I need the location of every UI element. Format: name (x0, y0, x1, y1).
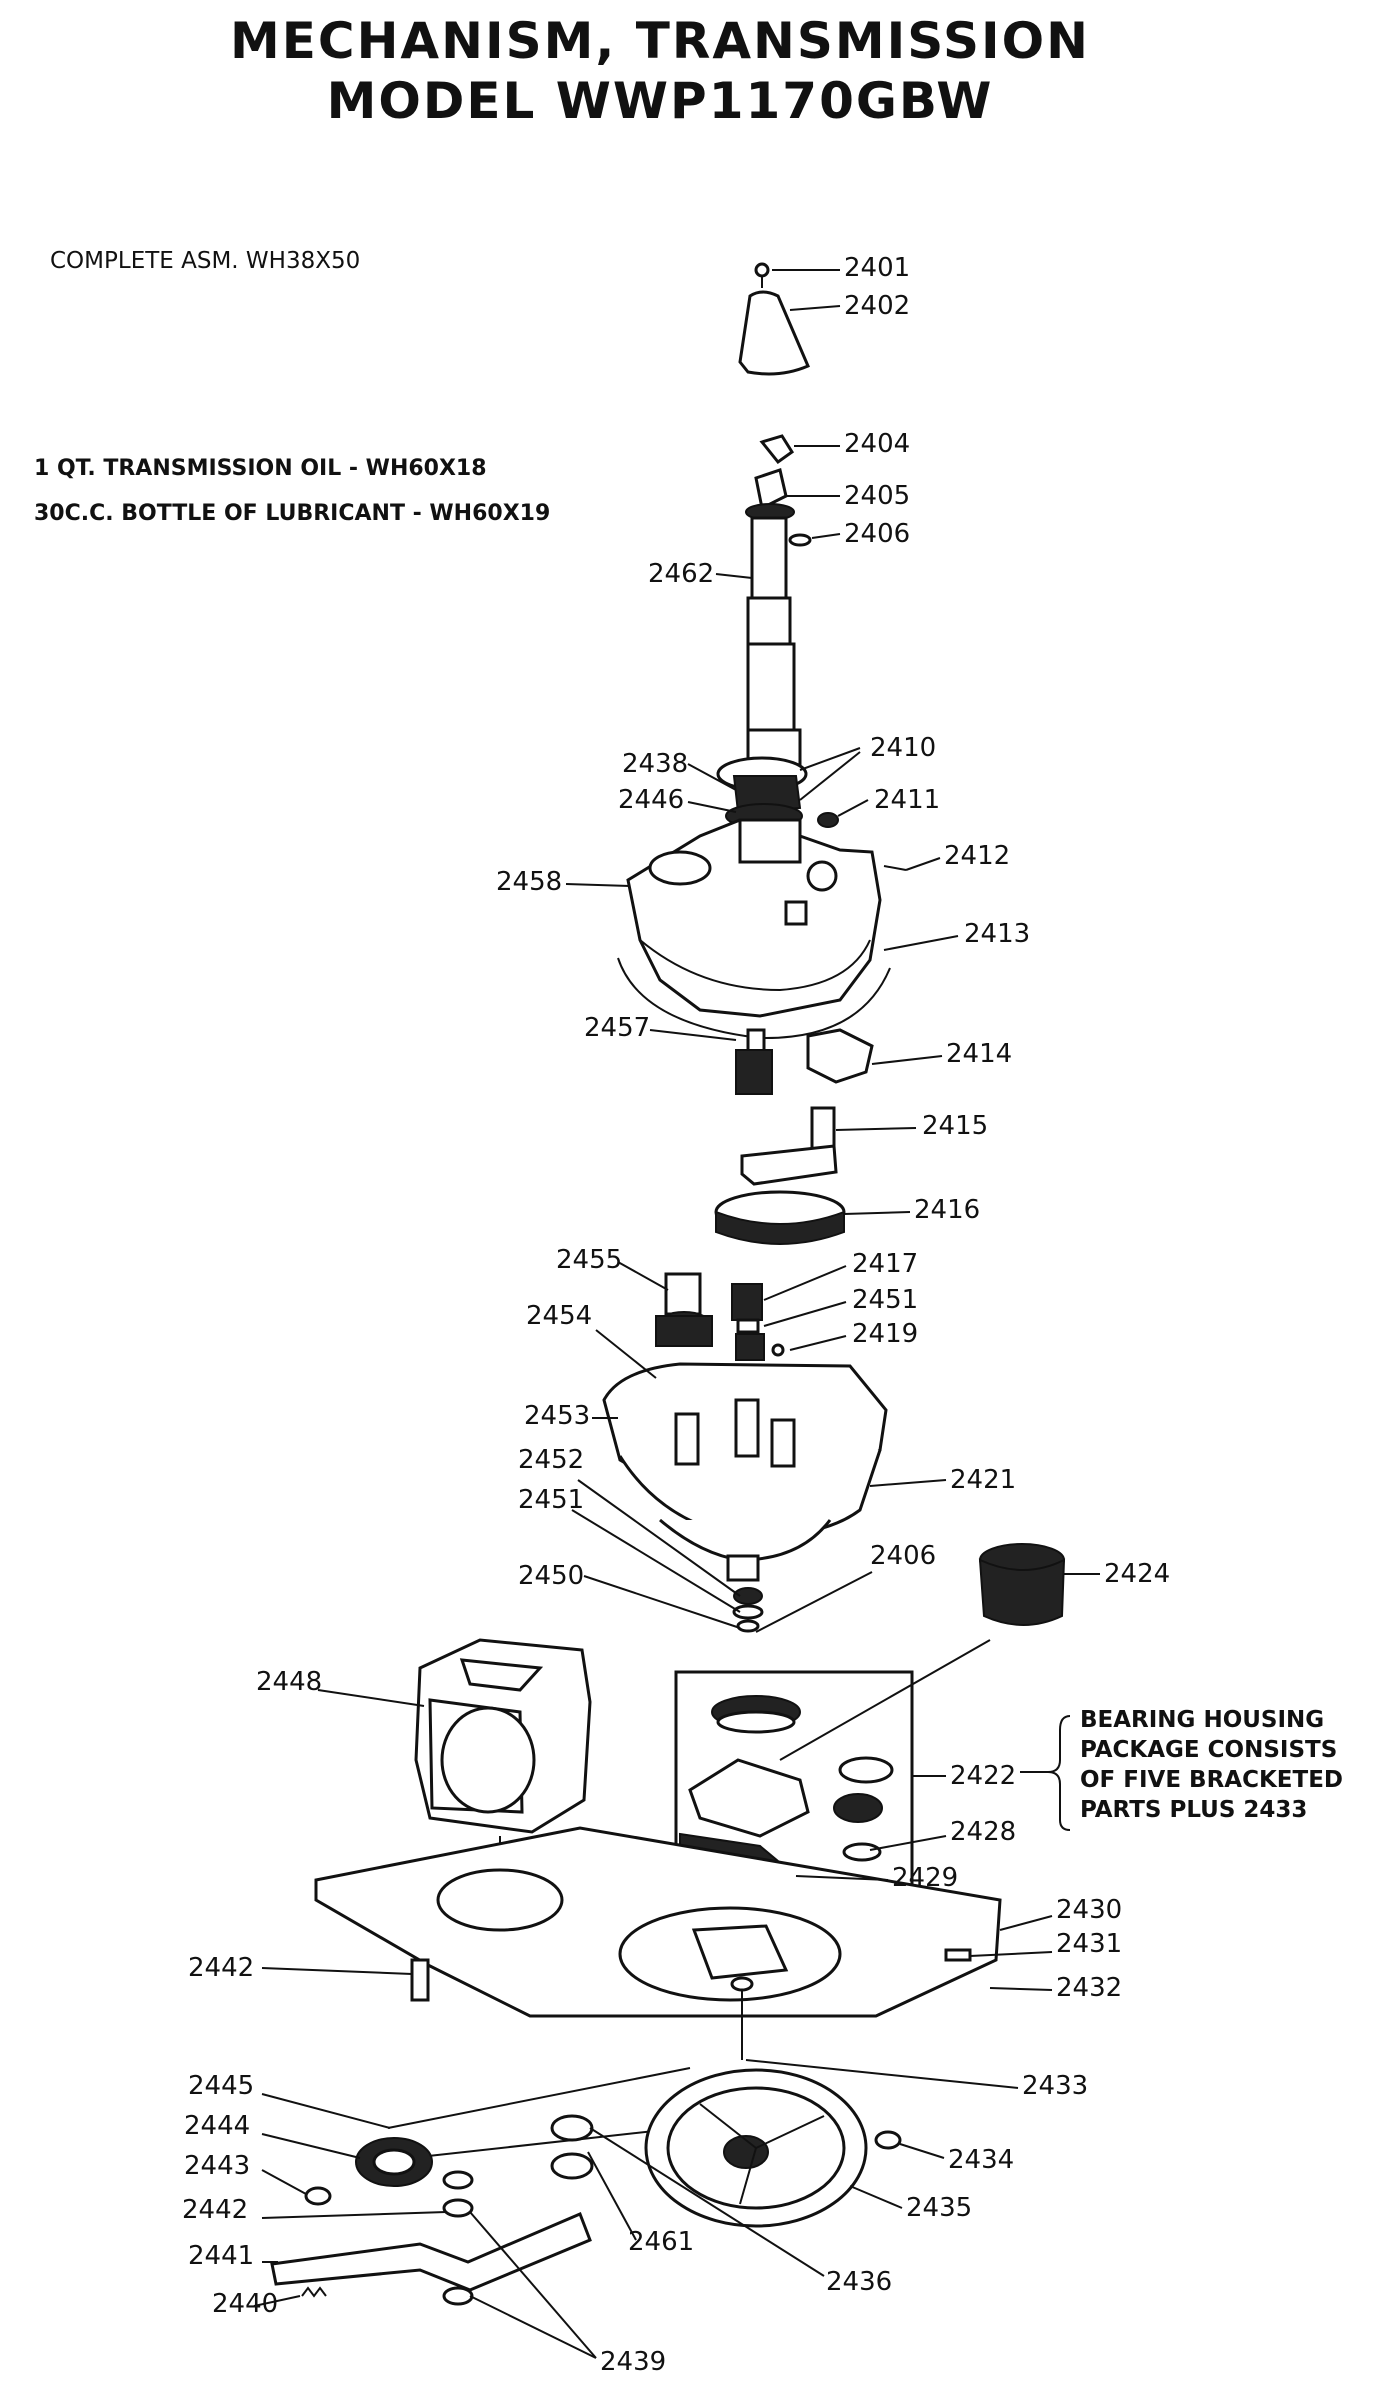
label-2414: 2414 (946, 1039, 1012, 1069)
label-2413: 2413 (964, 919, 1030, 949)
agitator-cap-2402 (738, 290, 810, 376)
pulley-2435 (644, 2068, 868, 2228)
base-plate-2430 (314, 1826, 1002, 2018)
screw-2401 (754, 262, 770, 288)
label-2453: 2453 (524, 1401, 590, 1431)
bracket-2441 (270, 2212, 592, 2292)
screw-2433 (730, 1976, 754, 2060)
bearing-stack-2410 (716, 756, 808, 829)
label-2457: 2457 (584, 1013, 650, 1043)
bearing-housing-callout: BEARING HOUSING PACKAGE CONSISTS OF FIVE… (1080, 1705, 1343, 1825)
callout-line: BEARING HOUSING (1080, 1707, 1325, 1733)
label-2434: 2434 (948, 2145, 1014, 2175)
washers-2439 (442, 2170, 474, 2306)
label-2428: 2428 (950, 1817, 1016, 1847)
label-2421: 2421 (950, 1465, 1016, 1495)
label-2439: 2439 (600, 2347, 666, 2377)
label-2432: 2432 (1056, 1973, 1122, 2003)
label-2436: 2436 (826, 2267, 892, 2297)
label-2452: 2452 (518, 1445, 584, 1475)
label-2451: 2451 (852, 1285, 918, 1315)
washer-stack-2450 (732, 1587, 764, 1633)
cam-2414 (806, 1028, 874, 1084)
nut-2411 (817, 812, 839, 828)
label-2422: 2422 (950, 1761, 1016, 1791)
label-2450: 2450 (518, 1561, 584, 1591)
label-2430: 2430 (1056, 1895, 1122, 1925)
crank-2415 (740, 1106, 838, 1186)
label-2445: 2445 (188, 2071, 254, 2101)
pin-2442 (410, 1958, 430, 2002)
label-2454: 2454 (526, 1301, 592, 1331)
gear-2416 (714, 1190, 846, 1245)
transmission-oil-note: 1 QT. TRANSMISSION OIL - WH60X18 (34, 456, 487, 481)
label-2406: 2406 (844, 519, 910, 549)
title-line-1: MECHANISM, TRANSMISSION (229, 12, 1090, 70)
label-2438: 2438 (622, 749, 688, 779)
label-2424: 2424 (1104, 1559, 1170, 1589)
label-2446: 2446 (618, 785, 684, 815)
label-2401: 2401 (844, 253, 910, 283)
title-line-2: MODEL WWP1170GBW (326, 72, 994, 130)
complete-assembly-note: COMPLETE ASM. WH38X50 (50, 248, 361, 274)
label-2405: 2405 (844, 481, 910, 511)
part-illustrations (270, 262, 1066, 2306)
label-2443: 2443 (184, 2151, 250, 2181)
callout-line: PARTS PLUS 2433 (1080, 1797, 1308, 1823)
label-2412: 2412 (944, 841, 1010, 871)
label-2440: 2440 (212, 2289, 278, 2319)
washers-2461 (550, 2114, 594, 2180)
clip-2443 (304, 2186, 332, 2206)
spring-2440 (301, 2286, 327, 2298)
leader-lines (253, 269, 1100, 2359)
label-2433: 2433 (1022, 2071, 1088, 2101)
motor-pulley-2444 (355, 2137, 433, 2187)
clip-2404 (759, 434, 795, 465)
washer-2434 (874, 2130, 902, 2150)
label-2458: 2458 (496, 867, 562, 897)
label-2416: 2416 (914, 1195, 980, 1225)
label-2417: 2417 (852, 1249, 918, 1279)
label-2402: 2402 (844, 291, 910, 321)
label-2442: 2442 (182, 2195, 248, 2225)
part-number-labels: 2401 2402 2404 2405 2406 2462 2410 2438 … (182, 253, 1170, 2377)
label-2448: 2448 (256, 1667, 322, 1697)
label-2429: 2429 (892, 1863, 958, 1893)
label-2435: 2435 (906, 2193, 972, 2223)
ring-2406 (788, 533, 812, 547)
label-2461: 2461 (628, 2227, 694, 2257)
gear-2417 (731, 1283, 785, 1361)
pinion-2457 (735, 1028, 773, 1095)
label-2444: 2444 (184, 2111, 250, 2141)
label-2455: 2455 (556, 1245, 622, 1275)
label-2404: 2404 (844, 429, 910, 459)
label-2441: 2441 (188, 2241, 254, 2271)
label-2410: 2410 (870, 733, 936, 763)
label-2406: 2406 (870, 1541, 936, 1571)
label-2462: 2462 (648, 559, 714, 589)
gear-2455 (655, 1272, 713, 1347)
transmission-cover-2458 (626, 818, 882, 1018)
label-2415: 2415 (922, 1111, 988, 1141)
agitator-shaft-2462 (746, 516, 802, 768)
bearing-package-2422 (674, 1639, 991, 1890)
label-2431: 2431 (1056, 1929, 1122, 1959)
transmission-case-2421 (602, 1362, 888, 1582)
bearing-housing-2424 (978, 1543, 1066, 1626)
callout-line: PACKAGE CONSISTS (1080, 1737, 1338, 1763)
screw-2412 (883, 865, 907, 871)
motor-2448 (414, 1638, 592, 1900)
lubricant-note: 30C.C. BOTTLE OF LUBRICANT - WH60X19 (34, 501, 551, 526)
label-2419: 2419 (852, 1319, 918, 1349)
label-2411: 2411 (874, 785, 940, 815)
callout-line: OF FIVE BRACKETED (1080, 1767, 1344, 1793)
label-2442: 2442 (188, 1953, 254, 1983)
label-2451: 2451 (518, 1485, 584, 1515)
